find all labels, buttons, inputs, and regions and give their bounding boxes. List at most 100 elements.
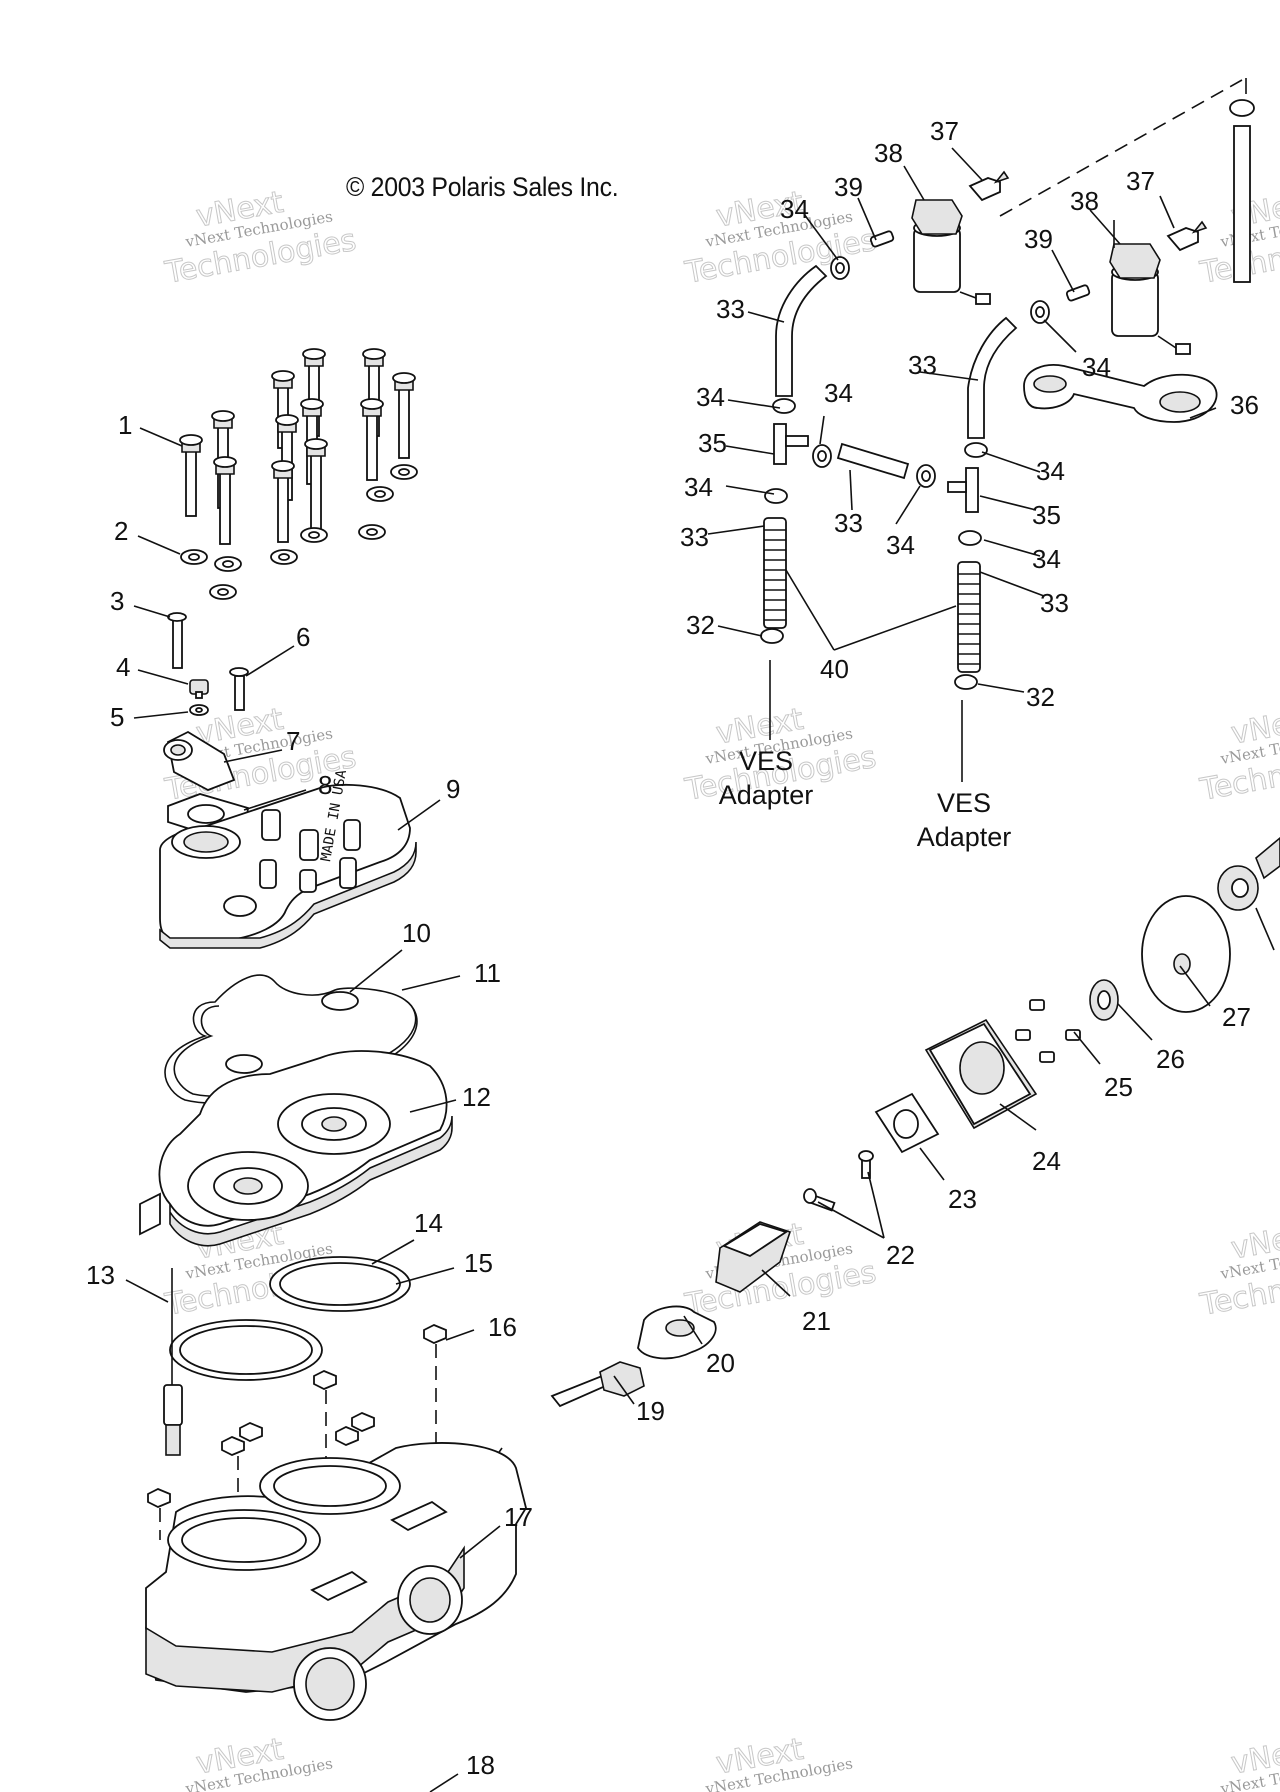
callout-labels: 1 2 3 4 5 6 7 8 9 10 11 12 13 14 15 16 1…: [86, 116, 1259, 1780]
watermark: vNext vNext Technologies Technologies: [1196, 701, 1280, 808]
watermark: vNext vNext Technologies: [1218, 1731, 1280, 1792]
nut-icon: [423, 1324, 447, 1344]
clamp-icon: [812, 444, 832, 468]
callout-34: 34: [824, 378, 853, 408]
callout-13: 13: [86, 1260, 115, 1290]
callout-17: 17: [504, 1502, 533, 1532]
hose-icon: [967, 316, 1018, 439]
callout-10: 10: [402, 918, 431, 948]
clamp-icon: [916, 464, 936, 488]
callout-27: 27: [1222, 1002, 1251, 1032]
screw-icon: [1015, 999, 1081, 1063]
washer-icon: [270, 549, 298, 565]
clamp-icon: [1030, 300, 1050, 324]
ves-adapter-line2: Adapter: [917, 822, 1012, 852]
gasket-icon: [169, 1319, 323, 1381]
gasket-icon: [637, 1305, 717, 1360]
callout-4: 4: [116, 652, 130, 682]
clamp-icon: [954, 674, 978, 690]
copyright-notice: © 2003 Polaris Sales Inc.: [346, 172, 619, 202]
washer-icon: [1217, 865, 1259, 911]
water-elbow-icon: [163, 730, 236, 791]
callout-22: 22: [886, 1240, 915, 1270]
callout-35: 35: [1032, 500, 1061, 530]
callout-36: 36: [1230, 390, 1259, 420]
washer-icon: [366, 486, 394, 502]
head-bolts: [179, 348, 418, 600]
nut-icon: [351, 1412, 375, 1432]
callout-34: 34: [886, 530, 915, 560]
clamp-icon: [764, 488, 788, 504]
ves-adapter-line2: Adapter: [719, 780, 814, 810]
watermark: vNext vNext Technologies Technologies: [161, 184, 359, 291]
o-ring-icon: [225, 991, 359, 1074]
nut-icon: [147, 1488, 171, 1508]
callout-39: 39: [1024, 224, 1053, 254]
fitting-icon: [869, 230, 895, 248]
impeller-icon: [1141, 895, 1231, 1013]
callout-15: 15: [464, 1248, 493, 1278]
callout-14: 14: [414, 1208, 443, 1238]
ves-adapter-label: VES Adapter: [719, 746, 814, 810]
callout-1: 1: [118, 410, 132, 440]
callout-33: 33: [680, 522, 709, 552]
fitting-icon: [1065, 284, 1091, 302]
nut-icon: [313, 1370, 337, 1390]
callout-33: 33: [1040, 588, 1069, 618]
callout-12: 12: [462, 1082, 491, 1112]
callout-2: 2: [114, 516, 128, 546]
cylinder-head-casting-icon: [139, 1050, 453, 1247]
solenoid-icon: [1109, 243, 1191, 355]
bolt-icon: [271, 460, 295, 543]
bolt-icon: [392, 372, 416, 459]
cylinder-icon: [145, 1442, 527, 1721]
callout-40: 40: [820, 654, 849, 684]
temperature-sensor-icon: [163, 1268, 183, 1456]
callout-34: 34: [684, 472, 713, 502]
callout-19: 19: [636, 1396, 665, 1426]
bolt-icon: [213, 456, 237, 545]
callout-5: 5: [110, 702, 124, 732]
bolt-icon: [304, 438, 328, 535]
corrugated-hose-icon: [763, 517, 787, 629]
callout-8: 8: [318, 770, 332, 800]
temperature-sensor-icon: [189, 679, 209, 699]
callout-11: 11: [474, 958, 501, 988]
washer-icon: [358, 524, 386, 540]
bolt-icon: [229, 667, 249, 711]
nut-icon: [335, 1426, 359, 1446]
callout-3: 3: [110, 586, 124, 616]
callout-33: 33: [908, 350, 937, 380]
callout-35: 35: [698, 428, 727, 458]
callout-34: 34: [1032, 544, 1061, 574]
callout-21: 21: [802, 1306, 831, 1336]
callout-34: 34: [1082, 352, 1111, 382]
clamp-icon: [760, 628, 784, 644]
washer-icon: [209, 584, 237, 600]
callout-39: 39: [834, 172, 863, 202]
callout-24: 24: [1032, 1146, 1061, 1176]
shaft-icon: [1255, 836, 1280, 880]
callout-26: 26: [1156, 1044, 1185, 1074]
nut-icon: [239, 1422, 263, 1442]
tee-fitting-icon: [947, 467, 979, 513]
callout-38: 38: [874, 138, 903, 168]
callout-37: 37: [930, 116, 959, 146]
ves-adapter-line1: VES: [937, 788, 991, 818]
watermark: vNext vNext Technologies: [183, 1731, 334, 1792]
callout-25: 25: [1104, 1072, 1133, 1102]
gasket-icon: [269, 1256, 411, 1312]
hose-icon: [775, 264, 828, 397]
callout-33: 33: [716, 294, 745, 324]
clamp-icon: [772, 398, 796, 414]
callout-34: 34: [1036, 456, 1065, 486]
bolt-icon: [858, 1150, 874, 1179]
washer-icon: [300, 527, 328, 543]
solenoid-icon: [911, 199, 991, 305]
callout-38: 38: [1070, 186, 1099, 216]
callout-18: 18: [466, 1750, 495, 1780]
seal-icon: [1089, 979, 1119, 1021]
callout-6: 6: [296, 622, 310, 652]
washer-icon: [180, 549, 208, 565]
